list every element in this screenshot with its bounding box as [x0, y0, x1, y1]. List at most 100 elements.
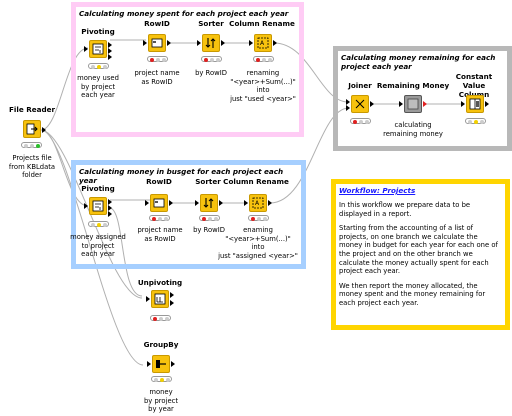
output-port[interactable]	[221, 40, 225, 46]
rowid-icon[interactable]	[150, 194, 168, 212]
node-title-column-rename: Column Rename	[223, 177, 289, 186]
annotation-title: Calculating money remaining for each pro…	[341, 53, 496, 71]
annotation-workflow[interactable]: Workflow: Projects In this workflow we p…	[331, 179, 510, 330]
workflow-paragraph: We then report the money allocated, the …	[339, 281, 486, 307]
unpivoting-icon[interactable]	[151, 290, 169, 308]
output-port[interactable]	[423, 101, 427, 107]
node-title-column-rename: Column Rename	[229, 19, 295, 28]
constant-value-icon[interactable]	[466, 95, 484, 113]
output-port[interactable]	[370, 101, 374, 107]
input-port[interactable]	[249, 40, 253, 46]
node-title-groupby: GroupBy	[143, 340, 179, 349]
node-desc-pivoting: money used by project each year	[77, 74, 119, 100]
joiner-icon[interactable]	[351, 95, 369, 113]
node-desc-sorter: by RowID	[193, 226, 225, 234]
input-port[interactable]	[143, 40, 147, 46]
status-indicator	[88, 63, 109, 69]
file-reader-icon[interactable]	[23, 120, 41, 138]
status-indicator	[151, 376, 172, 382]
output-port[interactable]	[108, 205, 112, 211]
svg-text:A: A	[255, 200, 260, 207]
node-desc-pivoting: money assigned to project each year	[70, 233, 126, 259]
output-port[interactable]	[108, 42, 112, 48]
status-indicator	[253, 56, 274, 62]
output-port[interactable]	[485, 101, 489, 107]
status-indicator	[465, 118, 486, 124]
annotation-remaining[interactable]: Calculating money remaining for each pro…	[333, 46, 512, 151]
output-port[interactable]	[108, 211, 112, 217]
node-title-unpivoting: Unpivoting	[137, 278, 183, 287]
status-indicator	[350, 118, 371, 124]
output-port[interactable]	[42, 127, 46, 133]
connection	[273, 42, 349, 103]
output-port[interactable]	[108, 54, 112, 60]
node-title-rowid: RowID	[144, 19, 170, 28]
connection	[269, 107, 349, 204]
node-desc-column-rename: enaming "<year>+Sum(...)" into just "ass…	[218, 226, 298, 260]
annotation-budget[interactable]: Calculating money in busget for each pro…	[71, 160, 306, 269]
annotation-spent[interactable]: Calculating money spent for each project…	[71, 2, 304, 137]
input-port[interactable]	[461, 101, 465, 107]
node-title-rowid: RowID	[146, 177, 172, 186]
metanode-icon[interactable]	[404, 95, 422, 113]
node-title-sorter: Sorter	[198, 19, 224, 28]
workflow-paragraph: Starting from the accounting of a list o…	[339, 224, 498, 276]
output-port[interactable]	[170, 300, 174, 306]
column-rename-icon[interactable]: A	[249, 194, 267, 212]
output-port[interactable]	[268, 200, 272, 206]
node-desc-sorter: by RowID	[195, 69, 227, 77]
column-rename-icon[interactable]: A	[254, 34, 272, 52]
svg-text:A: A	[260, 40, 265, 47]
node-desc-rowid: project name as RowID	[134, 69, 180, 86]
input-port[interactable]	[84, 203, 88, 209]
workflow-title: Workflow: Projects	[339, 186, 416, 195]
groupby-icon[interactable]	[152, 355, 170, 373]
annotation-title: Calculating money spent for each project…	[79, 9, 289, 18]
workflow-paragraph: In this workflow we prepare data to be d…	[339, 201, 471, 218]
input-port[interactable]	[145, 200, 149, 206]
node-title-constant-value: Constant Value Column	[455, 72, 493, 99]
input-port[interactable]	[244, 200, 248, 206]
output-port[interactable]	[171, 361, 175, 367]
pivoting-icon[interactable]	[89, 197, 107, 215]
node-desc-groupby: money by project by year	[143, 388, 179, 414]
status-indicator	[201, 56, 222, 62]
sorter-icon[interactable]	[200, 194, 218, 212]
status-indicator	[199, 215, 220, 221]
connection	[40, 47, 89, 131]
output-port[interactable]	[169, 200, 173, 206]
status-indicator	[150, 315, 171, 321]
sorter-icon[interactable]	[202, 34, 220, 52]
node-desc-remaining-money: calculating remaining money	[383, 121, 443, 138]
output-port[interactable]	[219, 200, 223, 206]
node-desc-rowid: project name as RowID	[137, 226, 183, 243]
node-title-file-reader: File Reader	[8, 105, 56, 114]
output-port[interactable]	[170, 292, 174, 298]
input-port[interactable]	[146, 296, 150, 302]
pivoting-icon[interactable]	[89, 40, 107, 58]
input-port[interactable]	[195, 200, 199, 206]
node-title-pivoting: Pivoting	[81, 27, 115, 36]
input-port[interactable]	[346, 105, 350, 111]
node-title-sorter: Sorter	[195, 177, 221, 186]
node-desc-file-reader: Projects file from KBLdata folder	[8, 154, 56, 180]
output-port[interactable]	[108, 199, 112, 205]
rowid-icon[interactable]	[148, 34, 166, 52]
input-port[interactable]	[84, 46, 88, 52]
status-indicator	[248, 215, 269, 221]
output-port[interactable]	[167, 40, 171, 46]
status-indicator	[149, 215, 170, 221]
input-port[interactable]	[147, 361, 151, 367]
input-port[interactable]	[346, 99, 350, 105]
status-indicator	[147, 56, 168, 62]
connection	[109, 207, 143, 297]
output-port[interactable]	[108, 48, 112, 54]
status-indicator	[88, 221, 109, 227]
input-port[interactable]	[197, 40, 201, 46]
connection	[40, 129, 144, 366]
output-port[interactable]	[273, 40, 277, 46]
node-title-joiner: Joiner	[348, 81, 372, 90]
node-desc-column-rename: renaming "<year>+Sum(...)" into just "us…	[230, 69, 296, 103]
input-port[interactable]	[399, 101, 403, 107]
